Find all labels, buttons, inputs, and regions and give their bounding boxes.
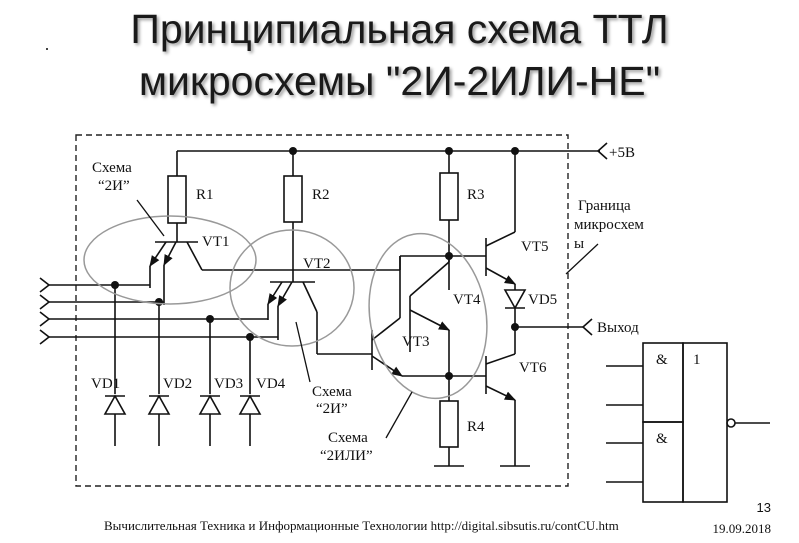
- label-group-2ili-1: Схема: [328, 430, 368, 446]
- label-vd2: VD2: [163, 376, 192, 392]
- logic-symbol-2and-2or-not: [606, 342, 770, 503]
- label-vt5: VT5: [521, 239, 549, 255]
- group-2i-right: [229, 229, 355, 347]
- label-r3: R3: [467, 187, 485, 203]
- resistor-r4: [439, 400, 459, 448]
- diode-vd2: [147, 394, 171, 415]
- page-number: 13: [756, 500, 771, 515]
- label-output: Выход: [597, 320, 639, 336]
- label-and-2: &: [656, 431, 668, 447]
- label-group-2ili-2: “2ИЛИ”: [320, 448, 373, 464]
- label-boundary-1: Граница: [578, 198, 631, 214]
- label-vd1: VD1: [91, 376, 120, 392]
- label-group-2i-left-2: “2И”: [98, 178, 130, 194]
- label-supply: +5B: [609, 145, 635, 161]
- label-r1: R1: [196, 187, 214, 203]
- slide-title-line-1: Принципиальная схема ТТЛ: [130, 6, 669, 52]
- label-boundary-3: ы: [574, 236, 584, 252]
- diode-vd1: [103, 394, 127, 415]
- label-group-2i-left-1: Схема: [92, 160, 132, 176]
- label-r2: R2: [312, 187, 330, 203]
- footer-date: 19.09.2018: [712, 521, 772, 536]
- label-group-2i-right-1: Схема: [312, 384, 352, 400]
- label-vd4: VD4: [256, 376, 286, 392]
- label-or: 1: [693, 352, 701, 368]
- label-vd3: VD3: [214, 376, 243, 392]
- stray-dot: [46, 48, 48, 50]
- label-vt4: VT4: [453, 292, 481, 308]
- label-vt3: VT3: [402, 334, 430, 350]
- group-2ili: [368, 232, 488, 400]
- label-vt1: VT1: [202, 234, 230, 250]
- group-2i-left: [83, 215, 257, 305]
- label-vt2: VT2: [303, 256, 331, 272]
- resistor-r2: [283, 175, 303, 223]
- output-terminal: [581, 318, 593, 336]
- inversion-bubble: [726, 418, 736, 428]
- label-boundary-2: микросхем: [574, 217, 644, 233]
- label-and-1: &: [656, 352, 668, 368]
- label-vd5: VD5: [528, 292, 557, 308]
- diode-vd3: [198, 394, 222, 415]
- label-vt6: VT6: [519, 360, 547, 376]
- diode-vd4: [238, 394, 262, 415]
- resistor-r3: [439, 172, 459, 221]
- slide-title-line-2: микросхемы "2И-2ИЛИ-НЕ": [138, 58, 661, 104]
- chip-boundary: [75, 134, 569, 487]
- diode-vd5: [503, 289, 527, 310]
- or-gate: [682, 342, 728, 503]
- label-group-2i-right-2: “2И”: [316, 401, 348, 417]
- label-r4: R4: [467, 419, 485, 435]
- footer-text: Вычислительная Техника и Информационные …: [104, 518, 619, 533]
- supply-terminal: [596, 142, 608, 160]
